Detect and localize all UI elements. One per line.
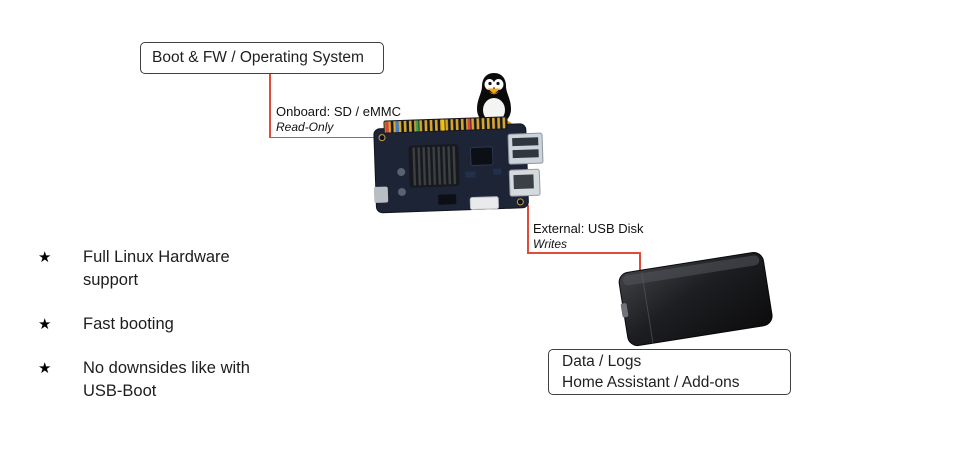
data-logs-box: Data / Logs Home Assistant / Add-ons xyxy=(548,349,791,395)
benefit-text-no-downsides: No downsides like with USB-Boot xyxy=(83,359,250,400)
list-item: ★ Fast booting xyxy=(38,313,308,336)
connector-disk-vertical-1 xyxy=(527,205,529,252)
connector-disk-horizontal xyxy=(527,252,641,254)
list-item: ★ No downsides like with USB-Boot xyxy=(38,357,308,403)
external-disk-title: External: USB Disk xyxy=(533,221,644,236)
onboard-storage-mode: Read-Only xyxy=(276,120,334,134)
star-bullet-icon: ★ xyxy=(38,360,52,377)
data-logs-line1: Data / Logs xyxy=(562,353,642,370)
benefit-text-linux-hardware: Full Linux Hardware support xyxy=(83,248,230,289)
onboard-storage-label: Onboard: SD / eMMC Read-Only xyxy=(276,104,401,135)
list-item: ★ Full Linux Hardware support xyxy=(38,246,308,292)
star-bullet-icon: ★ xyxy=(38,316,52,333)
boot-os-label: Boot & FW / Operating System xyxy=(152,49,364,66)
star-bullet-icon: ★ xyxy=(38,249,52,266)
external-disk-label: External: USB Disk Writes xyxy=(533,221,644,252)
external-disk-mode: Writes xyxy=(533,237,567,251)
onboard-storage-title: Onboard: SD / eMMC xyxy=(276,104,401,119)
external-usb-disk-icon xyxy=(615,247,777,356)
connector-boot-horizontal xyxy=(269,136,377,138)
boot-os-box: Boot & FW / Operating System xyxy=(140,42,384,74)
data-logs-line2: Home Assistant / Add-ons xyxy=(562,374,740,391)
single-board-computer-icon xyxy=(371,107,547,222)
benefit-text-fast-booting: Fast booting xyxy=(83,315,174,333)
connector-boot-vertical xyxy=(269,73,271,137)
benefits-list: ★ Full Linux Hardware support ★ Fast boo… xyxy=(38,246,308,424)
